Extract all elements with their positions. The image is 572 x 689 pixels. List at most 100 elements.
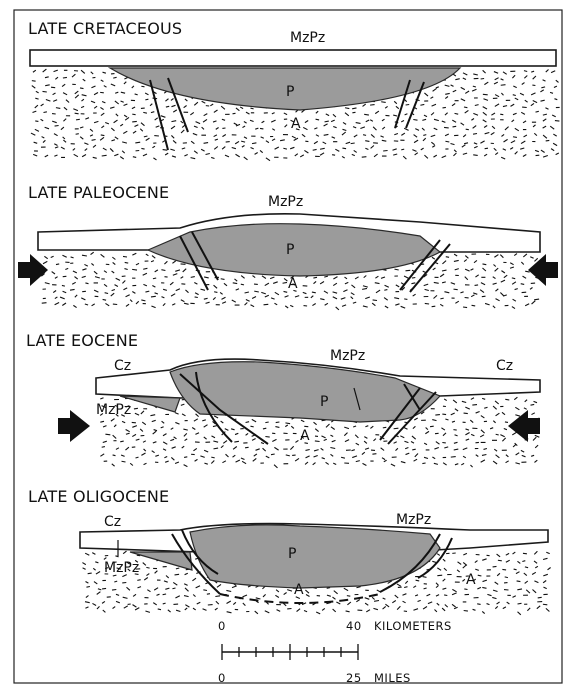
stipple-mark <box>283 148 287 149</box>
stipple-mark <box>543 156 548 158</box>
stipple-mark <box>484 449 487 450</box>
stipple-mark <box>493 590 497 591</box>
stipple-mark <box>333 609 336 612</box>
stipple-mark <box>316 119 320 120</box>
stipple-mark <box>63 93 67 95</box>
stipple-mark <box>503 106 507 107</box>
stipple-mark <box>543 80 546 81</box>
stipple-mark <box>331 427 335 430</box>
stipple-mark <box>541 87 545 88</box>
stipple-mark <box>251 147 254 148</box>
stipple-mark <box>295 458 299 461</box>
stipple-mark <box>94 271 97 274</box>
stipple-mark <box>261 137 264 138</box>
stipple-mark <box>166 576 169 578</box>
stipple-mark <box>305 450 309 451</box>
stipple-mark <box>275 147 279 149</box>
stipple-mark <box>316 111 318 113</box>
stipple-mark <box>221 279 225 280</box>
stipple-mark <box>511 104 515 106</box>
stipple-mark <box>153 431 157 434</box>
stipple-mark <box>55 77 58 79</box>
stipple-mark <box>517 561 520 563</box>
stipple-mark <box>464 610 468 611</box>
stipple-mark <box>111 293 114 296</box>
stipple-mark <box>445 605 448 608</box>
stipple-mark <box>485 133 490 134</box>
stipple-mark <box>152 285 155 287</box>
stipple-mark <box>143 154 147 156</box>
stipple-mark <box>295 440 298 442</box>
stipple-mark <box>275 292 279 294</box>
stipple-mark <box>297 609 301 612</box>
stipple-mark <box>495 95 499 97</box>
stipple-mark <box>514 397 517 400</box>
stipple-mark <box>526 590 530 593</box>
stipple-mark <box>535 435 540 437</box>
stipple-mark <box>365 297 370 299</box>
stipple-mark <box>272 439 276 441</box>
stipple-mark <box>506 560 510 562</box>
stipple-mark <box>82 269 86 270</box>
stipple-mark <box>382 140 386 141</box>
stipple-mark <box>54 70 58 72</box>
stipple-mark <box>192 578 196 581</box>
stipple-mark <box>451 85 454 87</box>
stipple-mark <box>183 269 187 272</box>
stipple-mark <box>513 552 516 554</box>
panel-late-eocene: LATE EOCENE Cz Cz MzPz MzPz P A <box>26 331 540 468</box>
stipple-mark <box>424 457 428 458</box>
stipple-mark <box>313 463 316 465</box>
stipple-mark <box>182 414 185 416</box>
stipple-mark <box>72 282 75 284</box>
stipple-mark <box>470 269 473 271</box>
stipple-mark <box>44 256 47 258</box>
stipple-mark <box>54 144 57 146</box>
stipple-mark <box>473 293 477 294</box>
stipple-mark <box>516 572 520 574</box>
stipple-mark <box>424 155 427 158</box>
stipple-mark <box>116 278 120 280</box>
stipple-mark <box>543 604 547 605</box>
stipple-mark <box>222 302 226 304</box>
stipple-mark <box>321 448 324 450</box>
stipple-mark <box>522 561 525 562</box>
stipple-mark <box>255 611 258 614</box>
stipple-mark <box>432 561 436 562</box>
stipple-mark <box>194 419 198 421</box>
stipple-mark <box>100 454 104 456</box>
stipple-mark <box>411 442 414 444</box>
stipple-mark <box>440 304 443 306</box>
stipple-mark <box>66 100 69 103</box>
stipple-mark <box>97 606 100 609</box>
stipple-mark <box>221 106 225 109</box>
panel-title: LATE CRETACEOUS <box>28 19 182 38</box>
stipple-mark <box>214 110 218 112</box>
stipple-mark <box>284 291 288 292</box>
stipple-mark <box>462 579 464 581</box>
stipple-mark <box>286 455 290 456</box>
stipple-mark <box>347 596 350 597</box>
stipple-mark <box>546 140 550 141</box>
stipple-mark <box>413 609 418 611</box>
stipple-mark <box>491 132 495 134</box>
stipple-mark <box>432 104 436 106</box>
stipple-mark <box>132 253 136 255</box>
stipple-mark <box>436 583 438 585</box>
stipple-mark <box>146 567 149 568</box>
stipple-mark <box>495 78 499 80</box>
stipple-mark <box>213 297 215 299</box>
stipple-mark <box>262 276 266 279</box>
stipple-mark <box>85 283 88 284</box>
stipple-mark <box>194 151 197 154</box>
stipple-mark <box>272 139 275 141</box>
stipple-mark <box>533 437 536 440</box>
stipple-mark <box>266 141 269 143</box>
scale-mi-unit: MILES <box>374 671 411 685</box>
stipple-mark <box>496 455 500 458</box>
stipple-mark <box>351 450 354 451</box>
stipple-mark <box>366 610 370 612</box>
stipple-mark <box>73 305 76 307</box>
stipple-mark <box>35 98 38 99</box>
